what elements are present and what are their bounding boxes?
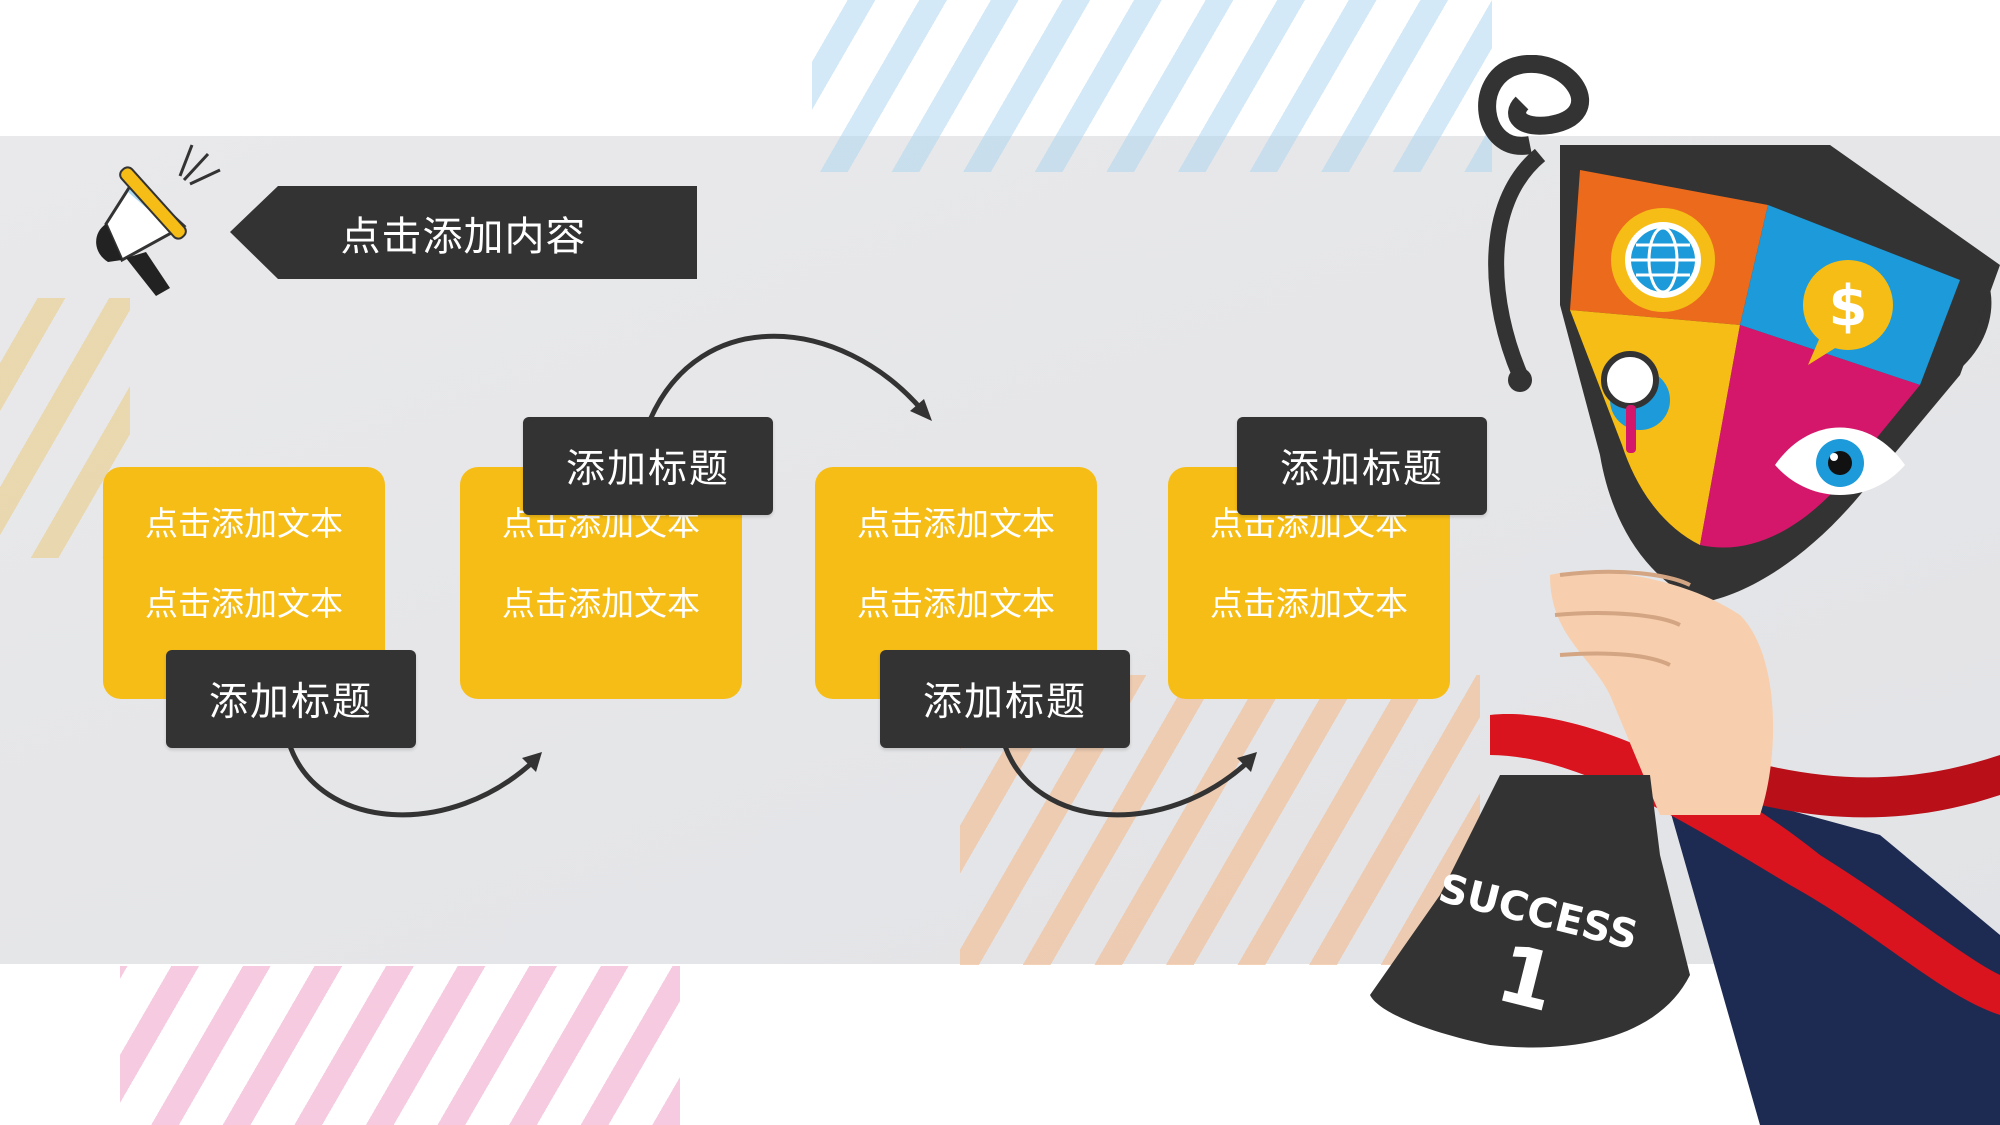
svg-text:$: $: [1829, 274, 1868, 339]
globe-gear-icon: [1611, 208, 1715, 312]
title-tag-4[interactable]: 添加标题: [1237, 417, 1487, 515]
arrow-curve-1: [287, 745, 542, 818]
title-tag-3[interactable]: 添加标题: [880, 650, 1130, 748]
card-text-line: 点击添加文本: [145, 504, 343, 543]
decor-stripes-blue: [812, 0, 1492, 172]
title-tag-1[interactable]: 添加标题: [166, 650, 416, 748]
magnifier-gear-icon: [1601, 351, 1670, 453]
header-banner[interactable]: 点击添加内容: [230, 186, 697, 279]
dollar-chat-icon: $: [1803, 260, 1893, 365]
banner-shape: [230, 186, 697, 279]
megaphone-icon: [96, 144, 221, 296]
card-text-line: 点击添加文本: [857, 504, 1055, 543]
trophy-illustration: $ SUCCESS 1: [1370, 55, 2000, 1125]
decor-stripes-pink: [120, 966, 680, 1125]
arrow-curve-2: [647, 333, 932, 421]
card-text-line: 点击添加文本: [1210, 584, 1408, 623]
title-tag-2[interactable]: 添加标题: [523, 417, 773, 515]
card-text-line: 点击添加文本: [502, 584, 700, 623]
arrow-curve-3: [1002, 745, 1257, 818]
page-title: 点击添加内容: [340, 213, 587, 260]
card-text-line: 点击添加文本: [145, 584, 343, 623]
eye-icon: [1775, 427, 1905, 495]
card-text-line: 点击添加文本: [857, 584, 1055, 623]
